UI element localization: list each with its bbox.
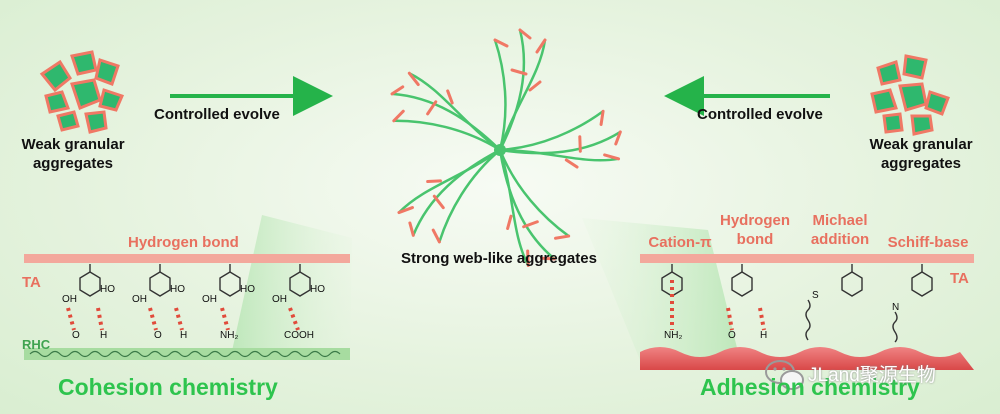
right-arrow-label: Controlled evolve	[697, 106, 823, 123]
substituent-label: COOH	[284, 330, 314, 341]
cohesion-catechol-rings	[79, 263, 311, 297]
group-label: OH	[62, 294, 77, 305]
group-label: HO	[240, 284, 255, 295]
hydrogen-bond-label: Hydrogen bond	[128, 234, 239, 251]
substituent-label: O	[154, 330, 162, 341]
right-granular-label-line2: aggregates	[880, 154, 962, 172]
group-label: HO	[170, 284, 185, 295]
right-granular-aggregates	[870, 54, 950, 136]
group-label: OH	[132, 294, 147, 305]
ta-layer-bar-left	[24, 254, 350, 263]
right-granular-label: Weak granular aggregates	[862, 136, 980, 174]
right-granular-label-line1: Weak granular	[869, 136, 973, 153]
left-granular-label-line2: aggregates	[32, 154, 114, 172]
web-aggregates-label: Strong web-like aggregates	[401, 250, 597, 267]
left-focus-beam	[230, 215, 352, 360]
right-focus-beam	[582, 218, 740, 360]
watermark-text: JLand聚源生物	[808, 365, 936, 386]
cohesion-chemistry-title: Cohesion chemistry	[58, 374, 278, 400]
wechat-logo-icon	[765, 360, 804, 390]
adhesion-chemistry-title: Adhesion chemistry	[700, 374, 920, 400]
mechanism-line1: Michael	[812, 212, 868, 229]
substituent-label: N	[892, 302, 900, 313]
rhc-label: RHC	[22, 337, 51, 352]
substituent-label: NH₂	[664, 330, 683, 341]
mechanism-line1: Schiff-base	[887, 234, 969, 251]
substituent-label: H	[100, 330, 108, 341]
web-like-aggregate	[382, 28, 630, 276]
tissue-surface	[640, 347, 974, 370]
group-label: OH	[202, 294, 217, 305]
left-granular-label: Weak granular aggregates	[18, 136, 128, 174]
mechanism-line1: Hydrogen	[719, 212, 790, 229]
mechanism-cation-pi: Cation-π	[640, 234, 720, 253]
left-granular-label-line1: Weak granular	[21, 136, 125, 153]
mechanism-michael-addition: Michael addition	[800, 212, 880, 250]
cohesion-ta-label: TA	[22, 274, 41, 291]
substituent-label: H	[760, 330, 768, 341]
left-granular-aggregates	[39, 50, 125, 134]
rhc-layer-bar	[24, 348, 350, 360]
mechanism-line1: Cation-π	[648, 234, 712, 251]
rhc-backbone	[29, 350, 341, 358]
substituent-label: NH₂	[220, 330, 239, 341]
adhesion-ta-label: TA	[950, 270, 969, 287]
mechanism-line2: bond	[736, 230, 774, 248]
group-label: HO	[100, 284, 115, 295]
left-arrow-label: Controlled evolve	[154, 106, 280, 123]
mechanism-schiff-base: Schiff-base	[880, 234, 976, 253]
substituent-label: O	[72, 330, 80, 341]
group-label: OH	[272, 294, 287, 305]
adhesion-interaction-lines	[670, 280, 898, 343]
mechanism-line2: addition	[810, 230, 870, 248]
substituent-label: H	[180, 330, 188, 341]
substituent-label: O	[728, 330, 736, 341]
mechanism-hydrogen-bond: Hydrogen bond	[715, 212, 795, 250]
ta-layer-bar-right	[640, 254, 974, 263]
group-label: HO	[310, 284, 325, 295]
substituent-label: S	[812, 290, 819, 301]
